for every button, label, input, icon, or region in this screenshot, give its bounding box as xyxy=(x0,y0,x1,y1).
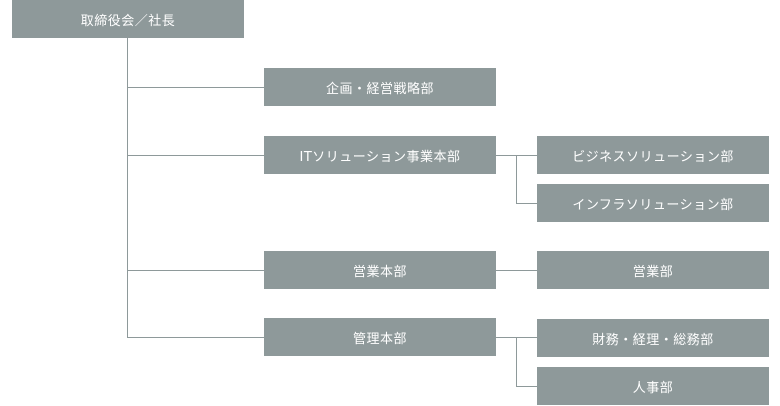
connector-branch-4 xyxy=(127,337,264,338)
node-infrastructure-solutions-label: インフラソリューション部 xyxy=(572,197,734,213)
node-it-solutions: ITソリューション事業本部 xyxy=(264,136,496,174)
connector-branch-2 xyxy=(127,155,264,156)
node-human-resources-label: 人事部 xyxy=(632,380,674,396)
node-sales-division-label: 営業本部 xyxy=(352,264,407,280)
node-business-solutions-label: ビジネスソリューション部 xyxy=(572,149,734,165)
node-sales-dept-label: 営業部 xyxy=(632,264,674,280)
node-root-label: 取締役会／社長 xyxy=(80,13,176,29)
connector-admin-drop xyxy=(516,337,517,387)
node-finance-accounting-general-label: 財務・経理・総務部 xyxy=(592,332,714,348)
node-planning-strategy: 企画・経営戦略部 xyxy=(264,68,496,106)
connector-branch-1 xyxy=(127,87,264,88)
node-sales-division: 営業本部 xyxy=(264,251,496,289)
connector-it-drop xyxy=(516,155,517,204)
node-business-solutions: ビジネスソリューション部 xyxy=(537,136,769,174)
node-administration: 管理本部 xyxy=(264,318,496,356)
node-administration-label: 管理本部 xyxy=(352,331,407,347)
node-sales-dept: 営業部 xyxy=(537,251,769,289)
node-root: 取締役会／社長 xyxy=(12,0,244,38)
node-infrastructure-solutions: インフラソリューション部 xyxy=(537,184,769,222)
connector-it-child-2 xyxy=(516,203,537,204)
node-it-solutions-label: ITソリューション事業本部 xyxy=(299,149,461,165)
node-human-resources: 人事部 xyxy=(537,367,769,405)
connector-admin-child-2 xyxy=(516,386,537,387)
connector-branch-3 xyxy=(127,270,264,271)
node-planning-strategy-label: 企画・経営戦略部 xyxy=(325,81,434,97)
connector-trunk xyxy=(127,38,128,338)
connector-sales-out xyxy=(496,270,537,271)
node-finance-accounting-general: 財務・経理・総務部 xyxy=(537,319,769,357)
